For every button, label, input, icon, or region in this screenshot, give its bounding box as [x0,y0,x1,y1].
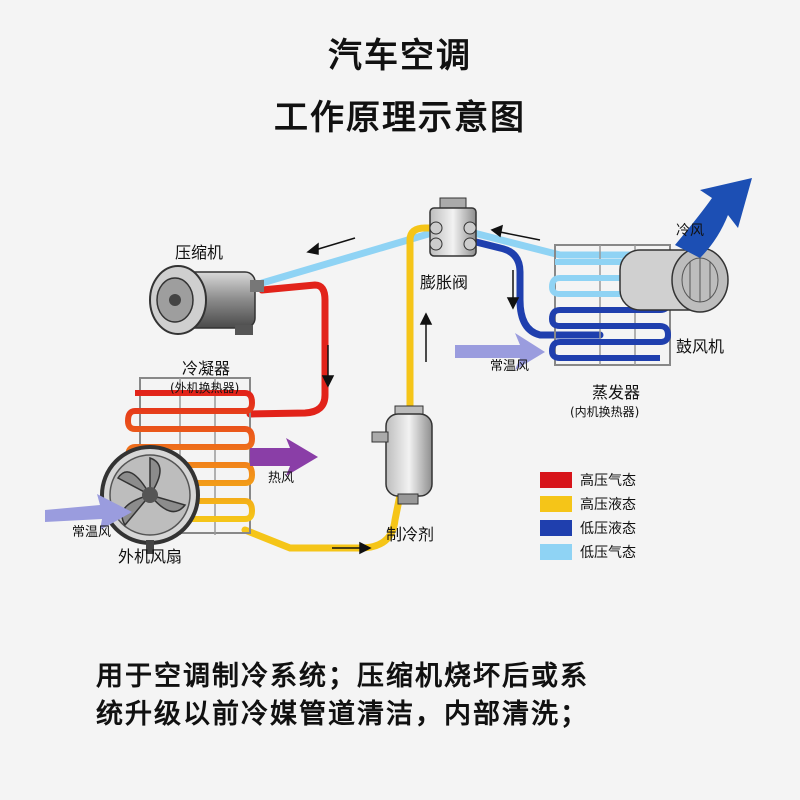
expansion-valve-shape [429,197,477,257]
flow-arrow-up-receiver [419,312,433,362]
legend-label: 低压气态 [580,545,636,561]
flow-arrow-top-left [306,237,356,255]
label-blower: 鼓风机 [676,337,724,356]
legend-item: 低压液态 [540,520,636,537]
pipe-low-pressure-liquid [464,236,604,339]
title-line-1: 汽车空调 [328,36,472,76]
legend-label: 高压液态 [580,496,636,513]
legend: 高压气态 高压液态 低压液态 低压气态 [540,472,636,561]
cold-air-arrow [675,178,752,258]
label-cold-air: 冷风 [676,223,704,239]
label-condenser-sub: (外机换热器) [170,381,239,395]
label-evaporator: 蒸发器 [592,383,640,402]
flow-arrow-down-compressor [321,345,335,388]
legend-swatch [540,520,572,536]
label-ambient-air-right: 常温风 [490,359,529,374]
compressor-shape [149,265,264,335]
outdoor-fan [100,445,200,554]
legend-label: 高压气态 [580,472,636,489]
pipe-high-pressure-gas [246,281,329,418]
hot-air-arrow [250,438,318,476]
pipe-high-pressure-liquid-up [406,224,440,414]
pipe-low-pressure-gas-to-compressor [258,228,439,287]
legend-swatch [540,544,572,560]
legend-swatch [540,472,572,488]
label-evaporator-sub: (内机换热器) [570,405,639,419]
ambient-air-arrow-left [45,494,132,530]
legend-swatch [540,496,572,512]
blower-shape [619,247,729,313]
label-condenser: 冷凝器 [182,359,230,378]
legend-item: 高压液态 [540,496,636,513]
caption-line-2: 统升级以前冷媒管道清洁，内部清洗； [96,699,589,730]
label-hot-air: 热风 [268,471,294,486]
legend-label: 低压液态 [580,521,636,537]
flow-arrow-top-right [490,224,541,241]
title-line-2: 工作原理示意图 [274,98,526,138]
label-ambient-air-left: 常温风 [72,525,111,540]
flow-arrow-bottom [332,541,372,555]
flow-arrow-down-valve [506,270,520,310]
label-outdoor-fan: 外机风扇 [118,547,182,566]
legend-item: 高压气态 [540,472,636,489]
caption-line-1: 用于空调制冷系统；压缩机烧坏后或系 [96,661,589,692]
receiver-drier-shape [371,405,433,505]
label-compressor: 压缩机 [175,243,223,262]
legend-item: 低压气态 [540,544,636,561]
label-expansion-valve: 膨胀阀 [420,273,468,292]
label-refrigerant: 制冷剂 [386,525,434,544]
ambient-air-arrow-right [455,333,545,370]
